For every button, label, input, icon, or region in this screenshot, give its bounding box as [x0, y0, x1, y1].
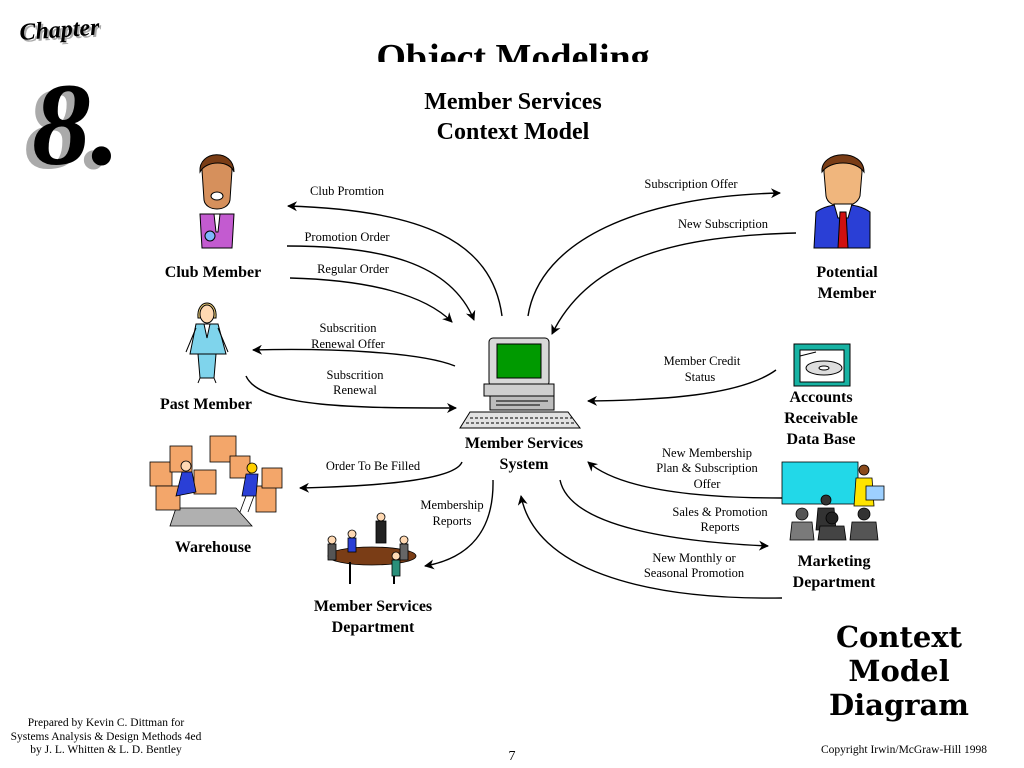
chapter-number: 8.	[32, 59, 121, 190]
side-title-line1: Context	[836, 620, 963, 654]
side-title-line2: Model	[848, 654, 949, 688]
arrow-new-subscription	[551, 232, 797, 335]
flow-label-new-membership-plan-1: New Membership	[662, 446, 752, 460]
node-label-ms-department-1: Member Services	[314, 598, 432, 615]
footer: Prepared by Kevin C. Dittman for Systems…	[11, 717, 988, 764]
flow-label-sales-promotion-reports-1: Sales & Promotion	[672, 505, 768, 519]
node-potential-member: Potential Member	[813, 154, 878, 302]
flow-label-regular-order: Regular Order	[317, 262, 390, 276]
arrow-subscription-offer	[527, 188, 781, 317]
arrow-sales-promotion-reports	[559, 479, 769, 551]
computer-icon	[459, 337, 581, 429]
woman-clipart-icon	[185, 302, 229, 384]
flow-label-subscription-offer: Subscription Offer	[644, 177, 738, 191]
flow-label-new-membership-plan-3: Offer	[694, 477, 722, 491]
arrow-membership-reports	[424, 479, 494, 570]
arrow-new-monthly-promotion	[517, 495, 783, 599]
flow-label-order-to-be-filled: Order To Be Filled	[326, 459, 421, 473]
node-club-member: Club Member	[165, 154, 261, 281]
node-label-potential-member-1: Potential	[816, 264, 878, 281]
node-label-accounts-receivable-2: Receivable	[784, 410, 858, 427]
chapter-word-front: Chapter	[19, 14, 101, 46]
flow-label-new-membership-plan-2: Plan & Subscription	[656, 461, 758, 475]
prepared-by-line2: Systems Analysis & Design Methods 4ed	[11, 731, 202, 743]
prepared-by-line1: Prepared by Kevin C. Dittman for	[28, 717, 185, 729]
diagram-subtitle-line2: Context Model	[437, 119, 590, 145]
arrow-regular-order	[289, 277, 453, 323]
presentation-icon	[781, 461, 885, 541]
header: Object Modeling Member Services Context …	[376, 37, 649, 145]
flow-label-member-credit-status-1: Member Credit	[664, 354, 741, 368]
node-accounts-receivable: Accounts Receivable Data Base	[784, 343, 858, 448]
node-label-accounts-receivable-1: Accounts	[789, 389, 852, 406]
side-title: Context Model Diagram	[829, 620, 969, 722]
flow-label-membership-reports-2: Reports	[433, 514, 472, 528]
flow-label-new-subscription: New Subscription	[678, 217, 769, 231]
arrow-renewal-offer	[252, 344, 456, 367]
arrow-promotion-order	[286, 245, 476, 321]
flow-label-member-credit-status-2: Status	[685, 370, 716, 384]
disk-drive-icon	[793, 343, 851, 387]
flow-label-renewal-1: Subscrition	[327, 368, 385, 382]
flow-label-renewal-2: Renewal	[333, 383, 377, 397]
page-number: 7	[509, 749, 516, 764]
node-label-club-member: Club Member	[165, 264, 261, 281]
flow-label-promotion-order: Promotion Order	[304, 230, 390, 244]
flow-label-renewal-offer-2: Renewal Offer	[311, 337, 386, 351]
node-past-member: Past Member	[160, 302, 252, 413]
node-label-ms-department-2: Department	[332, 619, 415, 636]
prepared-by-line3: by J. L. Whitten & L. D. Bentley	[30, 744, 182, 756]
side-title-line3: Diagram	[829, 688, 969, 722]
businessman-icon	[813, 154, 871, 249]
node-label-past-member: Past Member	[160, 396, 252, 413]
arrow-order-to-be-filled	[299, 461, 463, 493]
arrow-renewal	[245, 375, 457, 413]
node-member-services-department: Member Services Department	[314, 512, 432, 636]
node-label-warehouse: Warehouse	[175, 539, 251, 556]
node-label-accounts-receivable-3: Data Base	[787, 431, 856, 448]
flow-label-new-monthly-promotion-2: Seasonal Promotion	[644, 566, 745, 580]
node-marketing-department: Marketing Department	[781, 461, 885, 591]
meeting-icon	[327, 512, 417, 584]
arrow-member-credit-status	[587, 369, 777, 406]
arrow-new-membership-plan	[587, 461, 783, 499]
flow-labels: Club Promtion Promotion Order Regular Or…	[304, 177, 768, 580]
chapter-number-shadow: 8.	[24, 63, 113, 194]
chapter-badge: Chapter Chapter 8. 8.	[19, 14, 121, 194]
flow-label-membership-reports-1: Membership	[420, 498, 483, 512]
page-title: Object Modeling	[376, 37, 649, 79]
node-label-marketing-1: Marketing	[798, 553, 871, 570]
warehouse-workers-icon	[149, 435, 283, 527]
chapter-word: Chapter	[21, 16, 103, 48]
arrow-club-promotion	[287, 201, 503, 317]
flow-label-renewal-offer-1: Subscrition	[320, 321, 378, 335]
diagram-subtitle-line1: Member Services	[424, 89, 601, 115]
man-clipart-icon	[199, 154, 235, 249]
node-label-marketing-2: Department	[793, 574, 876, 591]
flow-label-sales-promotion-reports-2: Reports	[701, 520, 740, 534]
flow-label-new-monthly-promotion-1: New Monthly or	[652, 551, 736, 565]
node-label-potential-member-2: Member	[818, 285, 877, 302]
node-label-center-2: System	[500, 456, 550, 473]
flow-label-club-promotion: Club Promtion	[310, 184, 385, 198]
copyright: Copyright Irwin/McGraw-Hill 1998	[821, 744, 987, 756]
flow-arrows	[245, 188, 797, 599]
node-member-services-system: Member Services System	[459, 337, 583, 473]
node-label-center-1: Member Services	[465, 435, 583, 452]
node-warehouse: Warehouse	[149, 435, 283, 556]
